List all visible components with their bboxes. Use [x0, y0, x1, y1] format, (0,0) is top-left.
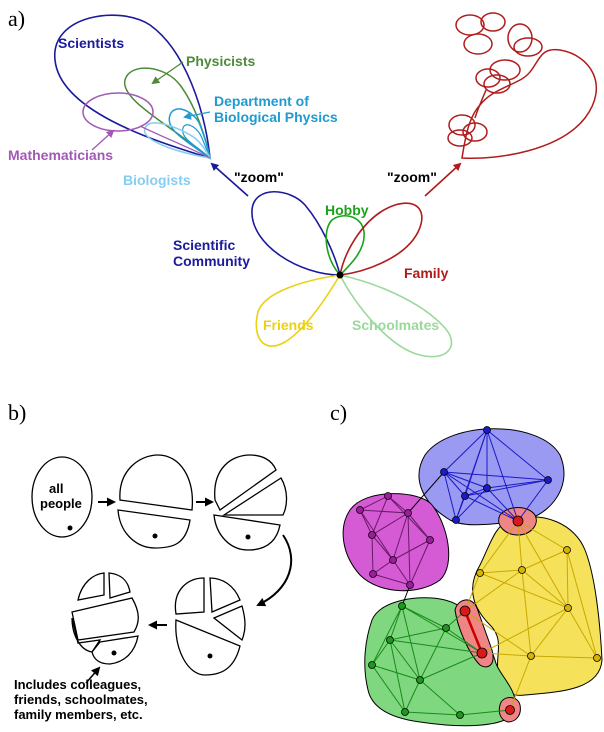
zoom-arrow-right — [424, 162, 462, 197]
caption-pointer — [85, 666, 101, 684]
panel-c-label: c) — [330, 400, 347, 425]
label-family: Family — [404, 265, 449, 281]
family-stem — [474, 89, 487, 119]
scientists-loop — [54, 14, 211, 160]
mathematicians-pointer — [91, 129, 115, 151]
family-subloop-8 — [463, 33, 493, 55]
label-schoolmates: Schoolmates — [352, 317, 439, 333]
label-zoom-right: "zoom" — [387, 169, 437, 185]
petal-family — [338, 202, 423, 276]
community-yellow — [472, 516, 603, 696]
label-zoom-left: "zoom" — [234, 169, 284, 185]
step-arrow-3 — [256, 534, 293, 607]
nodes-yellow — [476, 546, 601, 662]
label-department-line1: Department of — [214, 93, 309, 109]
edges-blue — [443, 429, 549, 522]
edge-overlap-strong — [463, 610, 484, 654]
nodes-green — [368, 602, 464, 719]
caption-line2: friends, schoolmates, — [14, 692, 148, 707]
blob-step-2 — [117, 454, 194, 549]
blob-step-5 — [71, 572, 139, 665]
nodes-overlap — [459, 515, 524, 715]
label-scientific-line1: Scientific — [173, 237, 235, 253]
nodes-blue — [440, 426, 552, 524]
label-mathematicians: Mathematicians — [8, 147, 113, 163]
petal-scientific-community — [251, 190, 342, 276]
blob-step-4 — [174, 577, 246, 676]
department-loop — [168, 108, 212, 160]
department-loop-inner — [182, 124, 211, 159]
label-scientists: Scientists — [58, 35, 124, 51]
ego-node — [336, 271, 344, 279]
panel-a-right-zoom — [447, 12, 597, 159]
blob-all-people — [31, 456, 93, 538]
label-scientific-line2: Community — [173, 253, 250, 269]
family-subloop-9 — [448, 114, 476, 136]
panel-b — [31, 454, 293, 684]
family-subloop-1 — [455, 14, 485, 36]
family-subloop-2 — [480, 12, 506, 32]
edges-magenta — [359, 495, 431, 586]
family-subloop-10 — [462, 122, 488, 142]
family-subloop-4 — [513, 37, 543, 57]
label-all: all — [49, 481, 63, 496]
department-pointer — [183, 111, 211, 120]
panel-a-label: a) — [8, 6, 25, 31]
family-subloop-7 — [483, 74, 511, 94]
panel-b-label: b) — [8, 400, 26, 425]
biologists-loop — [143, 122, 212, 159]
mathematicians-loop — [82, 92, 154, 132]
label-biologists: Biologists — [123, 172, 191, 188]
family-subloop-11 — [447, 129, 473, 147]
mathematicians-tail — [139, 125, 211, 159]
edges-green — [371, 605, 511, 716]
edges-yellow — [464, 520, 598, 711]
blob-step-3 — [213, 454, 288, 551]
physicists-loop — [124, 67, 212, 160]
label-department-line2: Biological Physics — [214, 109, 338, 125]
panel-a-left-zoom: Scientists Physicists Department of Biol… — [8, 14, 338, 188]
nodes-magenta — [356, 492, 434, 589]
panel-a-flower — [251, 190, 453, 358]
family-subloop-6 — [475, 68, 501, 88]
family-subloop-5 — [489, 59, 521, 81]
label-physicists: Physicists — [186, 53, 255, 69]
petal-hobby — [325, 215, 365, 277]
caption-line3: family members, etc. — [14, 707, 143, 722]
blob-1-dot — [67, 525, 73, 531]
caption-line1: Includes colleagues, — [14, 677, 141, 692]
community-magenta — [342, 493, 450, 592]
petal-friends — [255, 273, 342, 347]
petal-schoolmates — [338, 273, 453, 358]
label-people: people — [40, 496, 82, 511]
family-outer-loop — [461, 48, 597, 159]
physicists-pointer — [151, 61, 184, 85]
label-hobby: Hobby — [325, 202, 369, 218]
panel-c — [342, 426, 603, 727]
zoom-arrow-left — [210, 162, 249, 197]
label-friends: Friends — [263, 317, 314, 333]
